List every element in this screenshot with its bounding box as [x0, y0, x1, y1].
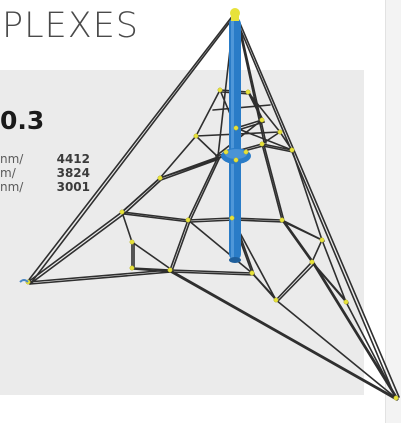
hub-connector — [221, 148, 251, 164]
product-panel — [0, 70, 364, 395]
dimension-row-length: nm/ 4412 — [0, 152, 90, 166]
dimension-row-width: m/ 3824 — [0, 166, 90, 180]
rope-net — [27, 13, 400, 401]
central-pole — [229, 18, 241, 263]
section-heading: PLEXES — [2, 6, 140, 46]
dimension-value: 4412 — [56, 152, 90, 166]
ground-anchor-icon — [19, 279, 29, 283]
dimension-value: 3001 — [56, 180, 90, 194]
dimension-value: 3824 — [56, 166, 90, 180]
product-model: 0.3 — [0, 106, 45, 135]
dimension-unit: nm/ — [0, 180, 24, 194]
dimensions-list: nm/ 4412 m/ 3824 nm/ 3001 — [0, 152, 90, 194]
sidebar-divider — [385, 0, 386, 423]
rope-knots — [25, 87, 399, 401]
sidebar-strip — [386, 0, 401, 423]
dimension-unit: nm/ — [0, 152, 24, 166]
dimension-unit: m/ — [0, 166, 16, 180]
top-cap — [230, 8, 240, 21]
dimension-row-height: nm/ 3001 — [0, 180, 90, 194]
